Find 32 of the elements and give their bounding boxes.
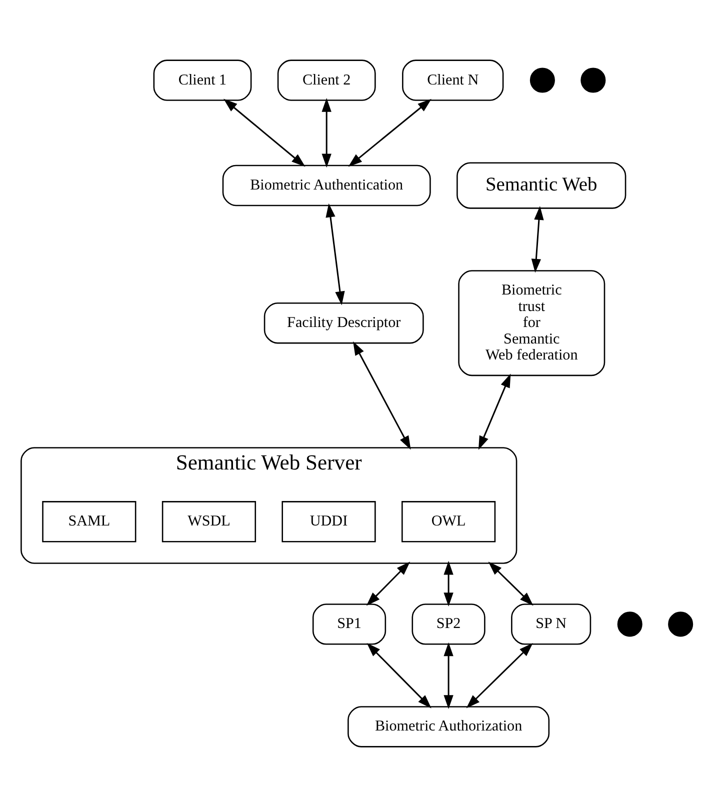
node-box: OWL bbox=[402, 501, 496, 542]
node-box: SAML bbox=[42, 501, 136, 542]
node-box: Facility Descriptor bbox=[264, 302, 424, 344]
node-box: Semantic Web bbox=[456, 162, 626, 209]
node-circle bbox=[530, 68, 555, 93]
arrow bbox=[478, 374, 511, 450]
node-box: Biometric Authorization bbox=[348, 706, 550, 748]
arrow bbox=[353, 341, 411, 450]
node-box: Client N bbox=[402, 60, 504, 101]
node-circle bbox=[668, 612, 694, 637]
node-box: Biometric Authentication bbox=[222, 164, 431, 206]
arrow bbox=[466, 643, 533, 708]
arrow bbox=[348, 98, 432, 167]
node-box: SP2 bbox=[412, 604, 486, 645]
node-box: Biometric trust for Semantic Web federation bbox=[458, 270, 606, 376]
node-box: Client 1 bbox=[153, 60, 252, 101]
arrow bbox=[531, 206, 544, 273]
arrow bbox=[224, 98, 306, 167]
node-box: SP1 bbox=[312, 604, 386, 645]
arrow bbox=[444, 642, 454, 709]
arrow bbox=[444, 560, 454, 606]
node-circle bbox=[617, 612, 642, 637]
arrow bbox=[488, 562, 534, 606]
arrow bbox=[322, 98, 332, 168]
arrow bbox=[366, 562, 410, 606]
node-box: Client 2 bbox=[277, 60, 376, 101]
node-box: SP N bbox=[511, 604, 592, 645]
node-box: UDDI bbox=[282, 501, 376, 542]
arrow bbox=[366, 643, 432, 708]
node-box: WSDL bbox=[162, 501, 256, 542]
arrow bbox=[326, 203, 345, 306]
node-circle bbox=[580, 68, 606, 93]
